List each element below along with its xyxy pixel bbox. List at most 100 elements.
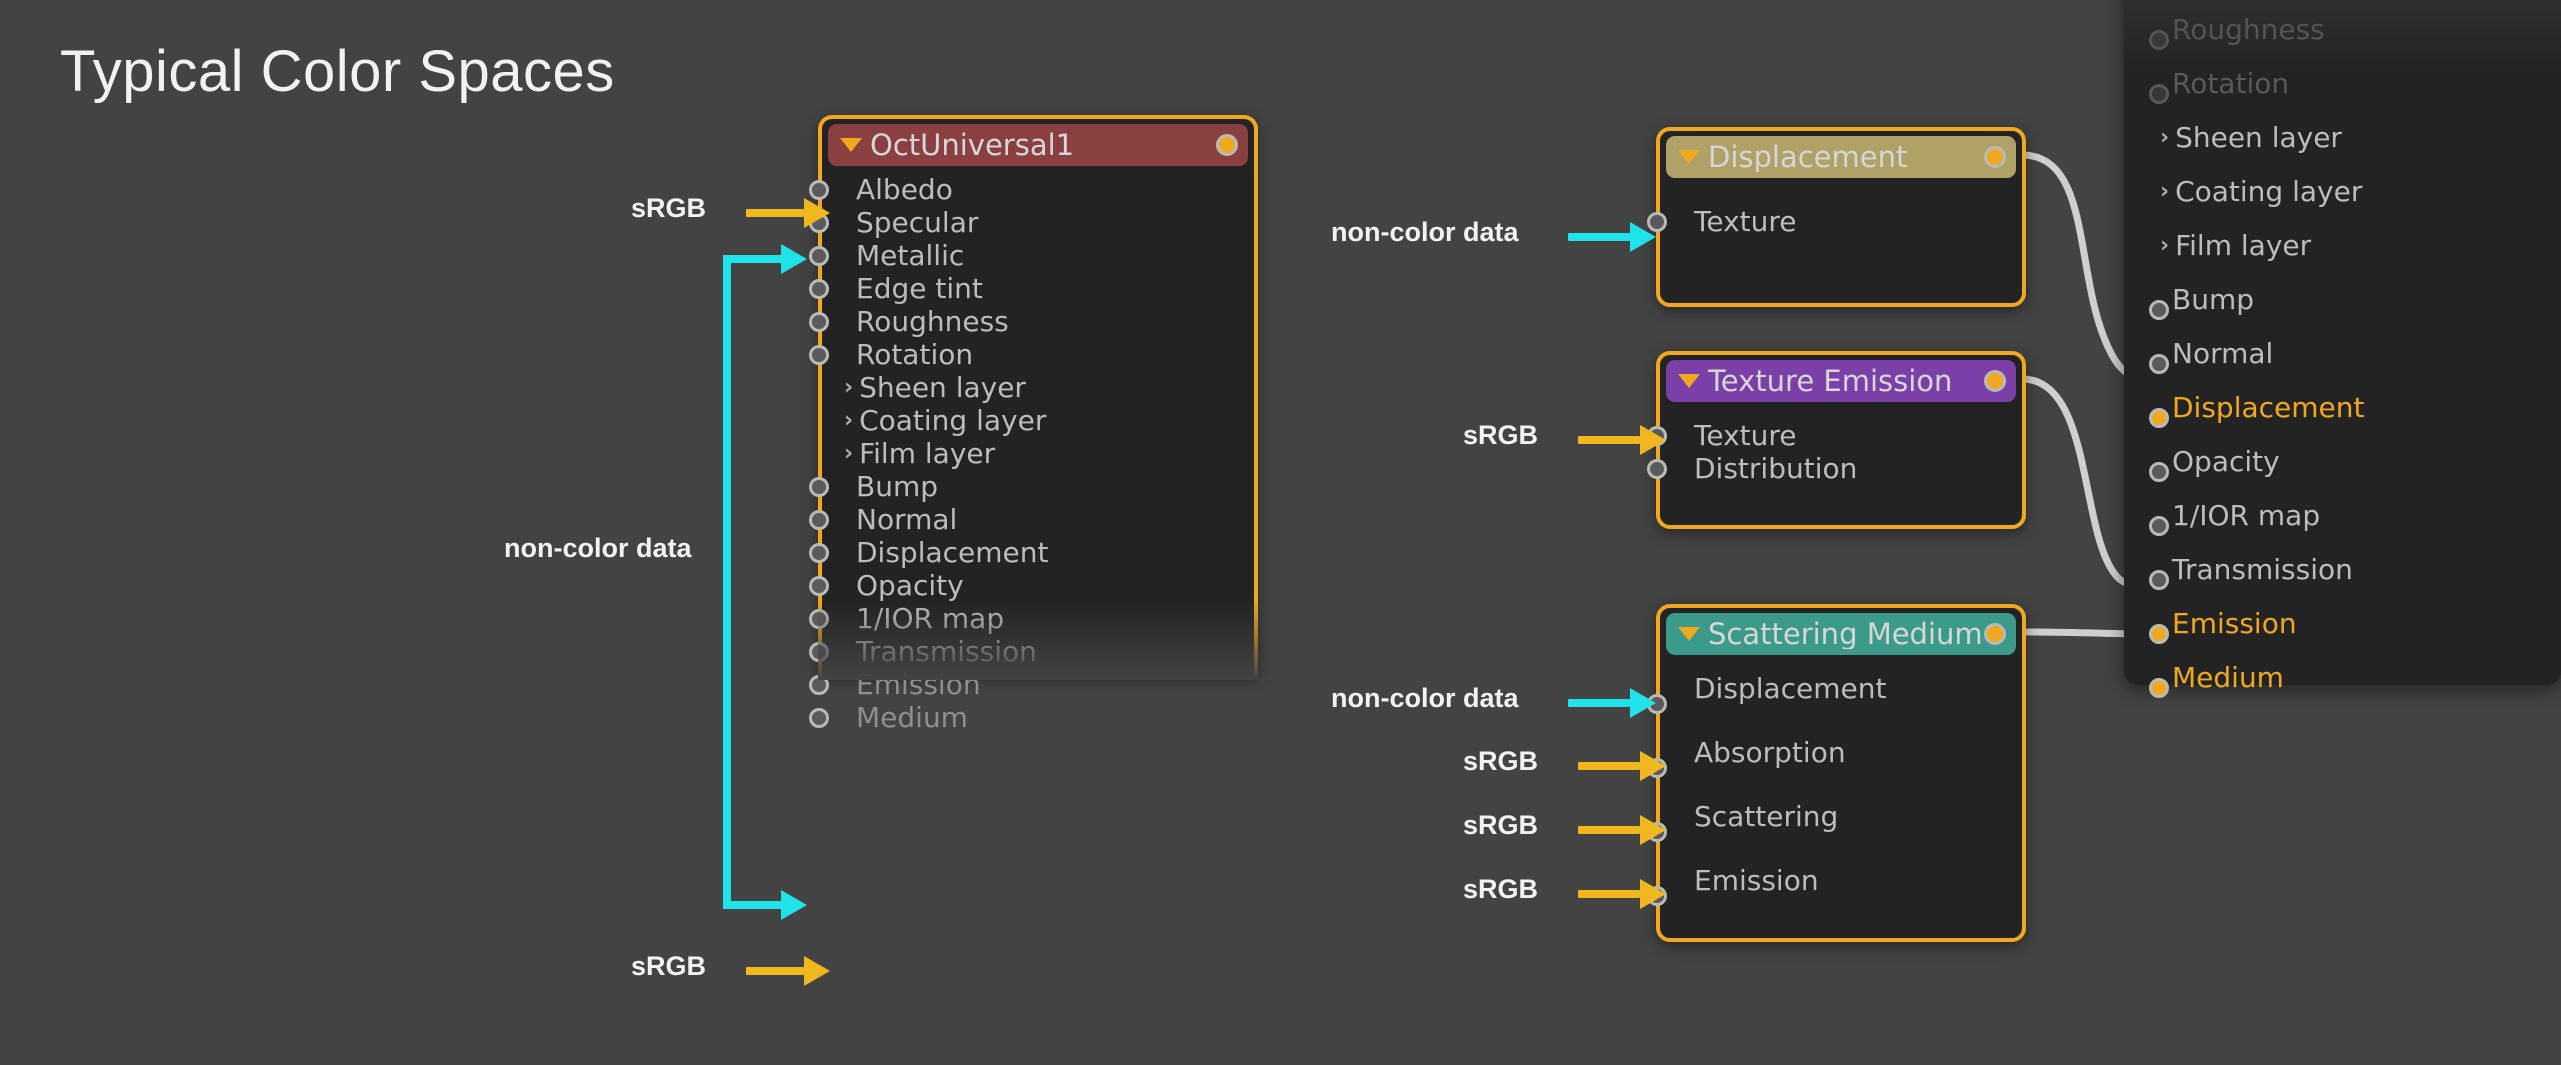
port-row[interactable]: Bump bbox=[809, 470, 1254, 503]
port-row[interactable]: ›Film layer bbox=[2124, 229, 2561, 262]
port-row[interactable]: ›Sheen layer bbox=[822, 371, 1254, 404]
chevron-right-icon[interactable]: › bbox=[844, 441, 854, 466]
triangle-down-icon[interactable] bbox=[1678, 150, 1700, 164]
chevron-right-icon[interactable]: › bbox=[2160, 179, 2170, 204]
input-socket[interactable] bbox=[809, 344, 829, 365]
input-socket[interactable] bbox=[809, 245, 829, 266]
port-row[interactable]: Distribution bbox=[1647, 452, 2022, 485]
port-row[interactable]: Opacity bbox=[809, 569, 1254, 602]
port-row[interactable]: Medium bbox=[2124, 661, 2561, 698]
output-socket[interactable] bbox=[1984, 623, 2006, 645]
input-socket[interactable] bbox=[809, 476, 829, 497]
port-row[interactable]: ›Coating layer bbox=[2124, 175, 2561, 208]
annotation-label-srgb: sRGB bbox=[1463, 810, 1539, 840]
port-row[interactable]: Metallic bbox=[809, 239, 1254, 272]
node-header-scattering-medium[interactable]: Scattering Medium bbox=[1666, 613, 2016, 655]
chevron-right-icon[interactable]: › bbox=[2160, 125, 2170, 150]
output-socket[interactable] bbox=[1216, 134, 1238, 156]
chevron-right-icon[interactable]: › bbox=[844, 375, 854, 400]
input-socket[interactable] bbox=[2149, 354, 2169, 374]
output-socket[interactable] bbox=[1984, 370, 2006, 392]
input-socket[interactable] bbox=[2149, 408, 2169, 428]
input-socket[interactable] bbox=[809, 311, 829, 332]
input-socket[interactable] bbox=[809, 278, 829, 299]
port-row[interactable]: Emission bbox=[809, 668, 1254, 701]
port-label: Rotation bbox=[2172, 66, 2290, 100]
port-row[interactable]: Roughness bbox=[809, 305, 1254, 338]
port-row[interactable]: Bump bbox=[2124, 283, 2561, 320]
input-socket[interactable] bbox=[2149, 624, 2169, 644]
port-row[interactable]: ›Film layer bbox=[822, 437, 1254, 470]
port-row[interactable]: Roughness bbox=[2124, 13, 2561, 50]
input-socket[interactable] bbox=[2149, 516, 2169, 536]
port-row[interactable]: Edge tint bbox=[809, 272, 1254, 305]
port-row[interactable]: Scattering bbox=[1647, 800, 2022, 842]
port-label: Rotation bbox=[856, 337, 974, 371]
port-row[interactable]: Normal bbox=[2124, 337, 2561, 374]
input-socket[interactable] bbox=[1647, 458, 1667, 479]
input-socket[interactable] bbox=[2149, 570, 2169, 590]
input-socket[interactable] bbox=[809, 707, 829, 728]
chevron-right-icon[interactable]: › bbox=[844, 408, 854, 433]
port-row[interactable]: Displacement bbox=[2124, 390, 2561, 428]
node-header-displacement[interactable]: Displacement bbox=[1666, 136, 2016, 178]
triangle-down-icon[interactable] bbox=[840, 138, 862, 152]
port-row[interactable]: ›Coating layer bbox=[822, 404, 1254, 437]
port-row[interactable]: Emission bbox=[2124, 607, 2561, 644]
port-row[interactable]: Displacement bbox=[809, 536, 1254, 569]
port-label: Film layer bbox=[2175, 228, 2312, 262]
port-row[interactable]: Transmission bbox=[2124, 553, 2561, 590]
node-header-texture-emission[interactable]: Texture Emission bbox=[1666, 360, 2016, 402]
node-header-oct-universal[interactable]: OctUniversal1 bbox=[828, 124, 1248, 166]
port-label: Transmission bbox=[856, 634, 1037, 668]
port-row[interactable]: 1/IOR map bbox=[809, 602, 1254, 635]
triangle-down-icon[interactable] bbox=[1678, 374, 1700, 388]
input-socket[interactable] bbox=[809, 179, 829, 200]
input-socket[interactable] bbox=[2149, 84, 2169, 104]
page-title: Typical Color Spaces bbox=[60, 39, 615, 104]
port-label: 1/IOR map bbox=[2172, 498, 2321, 532]
port-row[interactable]: Rotation bbox=[2124, 66, 2561, 104]
input-socket[interactable] bbox=[2149, 462, 2169, 482]
input-socket[interactable] bbox=[809, 542, 829, 563]
input-socket[interactable] bbox=[2149, 30, 2169, 50]
port-row[interactable]: Opacity bbox=[2124, 445, 2561, 482]
annotation-label-non-color-data: non-color data bbox=[1331, 683, 1519, 713]
chevron-right-icon[interactable]: › bbox=[2160, 233, 2170, 258]
port-label: Coating layer bbox=[2175, 174, 2363, 208]
output-socket[interactable] bbox=[1984, 146, 2006, 168]
input-socket[interactable] bbox=[809, 575, 829, 596]
port-row[interactable]: ›Sheen layer bbox=[2124, 121, 2561, 154]
port-row[interactable]: Rotation bbox=[809, 337, 1254, 371]
port-row[interactable]: Transmission bbox=[809, 634, 1254, 668]
arrow-non-color-specular-ior bbox=[723, 244, 833, 920]
port-row[interactable]: Texture bbox=[1647, 419, 2022, 452]
port-row[interactable]: Texture bbox=[1647, 205, 2022, 238]
port-label: Film layer bbox=[859, 436, 996, 470]
annotation-label-srgb: sRGB bbox=[1463, 420, 1539, 450]
input-socket[interactable] bbox=[2149, 678, 2169, 698]
node-displacement[interactable]: Displacement Texture bbox=[1647, 127, 2026, 307]
annotation-label-srgb: sRGB bbox=[631, 193, 707, 223]
annotation-label-non-color-data: non-color data bbox=[504, 533, 692, 563]
port-row[interactable]: Albedo bbox=[809, 173, 1254, 206]
port-row[interactable]: Displacement bbox=[1647, 672, 2022, 714]
port-row[interactable]: Normal bbox=[809, 503, 1254, 536]
port-label: Displacement bbox=[2172, 390, 2365, 424]
port-row[interactable]: Medium bbox=[809, 701, 1254, 734]
port-row[interactable]: 1/IOR map bbox=[2124, 498, 2561, 536]
port-row[interactable]: Emission bbox=[1647, 864, 2022, 906]
input-socket[interactable] bbox=[809, 509, 829, 530]
input-socket[interactable] bbox=[2149, 300, 2169, 320]
port-row[interactable]: Specular bbox=[809, 206, 1254, 239]
port-row[interactable]: Absorption bbox=[1647, 736, 2022, 778]
triangle-down-icon[interactable] bbox=[1678, 627, 1700, 641]
